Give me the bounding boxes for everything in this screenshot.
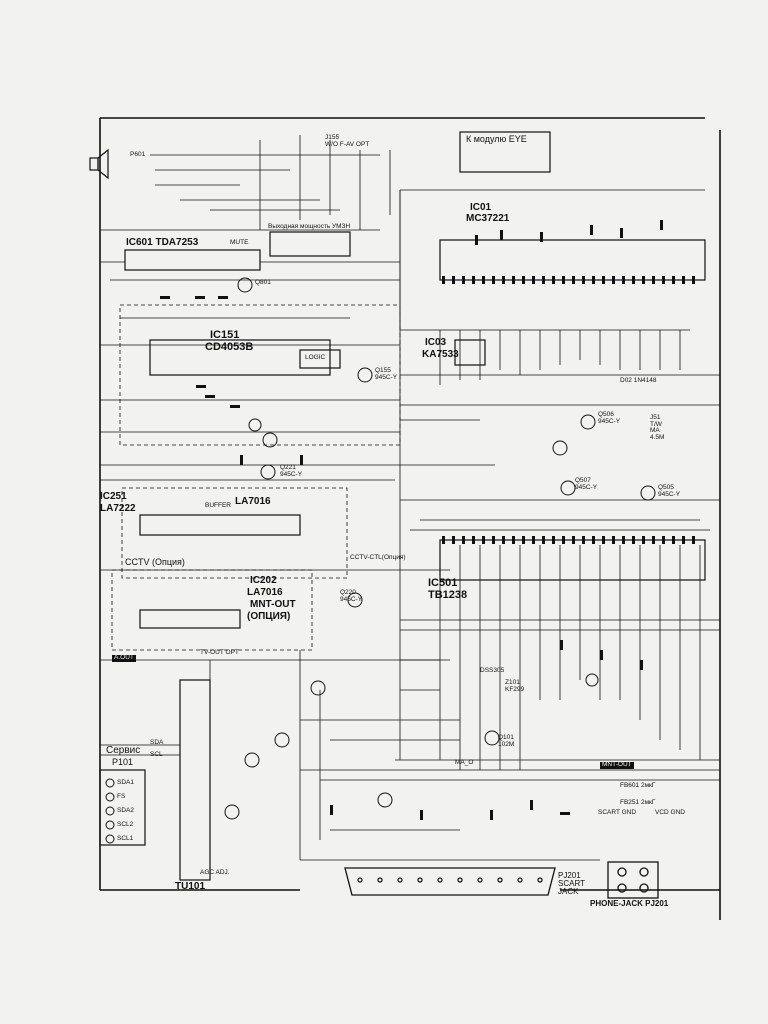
components [160,220,663,820]
ic03-part-label: KA7533 [422,349,459,360]
transistors [224,277,656,820]
ic251-label: IC251 [100,491,127,502]
scart-jack-label: PJ201 SCART JACK [558,871,585,896]
service-pin-label: SCL1 [117,835,134,842]
ic03-label: IC03 [425,337,447,348]
ic601-box [124,249,261,271]
sda-signal: SDA [150,739,164,746]
q801-label: Q801 [255,279,271,286]
la7016-top-label: LA7016 [235,496,271,507]
service-pins [105,778,115,844]
buffer-label: BUFFER [205,502,231,509]
phone-jack-label: PHONE-JACK PJ201 [590,899,669,908]
ic501-label: IC501 [428,577,458,589]
mute-label: MUTE [230,239,249,246]
service-pin-label: SDA2 [117,807,134,814]
eye-module-label: К модулю EYE [466,134,527,144]
z101-label: Z101 KF299 [505,679,525,693]
j155-label: J155 W/O F-AV OPT [325,134,370,148]
scart-connector [344,867,556,896]
phone-jack-connector [607,861,659,899]
tu101-label: TU101 [175,881,206,892]
ic601-label: IC601 TDA7253 [126,237,199,248]
cctv-option-label: CCTV (Опция) [125,557,185,567]
vcd-gnd-label: VCD GND [655,809,685,816]
ic202-box [139,609,241,629]
logic-label: LOGIC [305,354,326,361]
service-box [99,769,146,846]
ic-pin-rows [442,276,695,544]
q506-label: Q506 945C-Y [598,411,621,425]
ic151-label: IC151 [210,329,240,341]
ic501-part-label: TB1238 [428,589,468,601]
mnt-out-label: MNT-OUT [250,599,296,610]
ic251-part-label: LA7222 [100,503,136,514]
d02-label: D02 1N4148 [620,377,657,384]
agc-adj-label: AGC ADJ. [200,869,230,876]
eye-module-box [459,131,551,173]
service-label: Сервис [106,745,141,756]
j51-label: J51 T/W MA 4.5M [650,414,665,441]
q155-label: Q155 945C-Y [375,367,398,381]
p101-label: P101 [112,757,134,767]
fb601-label: FB601 2мкГ [620,782,656,789]
tu101-box [179,679,211,881]
speaker-icon [89,148,109,180]
power-note-label: Выходная мощность УМЗН [268,223,351,230]
ic151-box [149,339,331,376]
tv-out-opt-label: TV-OUT OPT [200,649,239,656]
q505-label: Q505 945C-Y [658,484,681,498]
option-boundaries [111,304,401,651]
q101-label: Q101 102M [498,734,515,748]
ma-out-signal: MA_O [455,759,474,766]
ic251-box [139,514,301,536]
q220-label: Q220 945C-Y [340,589,363,603]
fb251-label: FB251 2мкГ [620,799,656,806]
ic01-label: IC01 [470,202,492,213]
ic202-part-label: LA7016 [247,587,283,598]
q221-label: Q221 945C-Y [280,464,303,478]
ic151-part-label: CD4053B [205,341,254,353]
cctv-ctl-label: CCTV-CTL(Опция) [350,554,406,561]
mnt-out-signal: MNT-OUT [600,761,634,769]
scart-gnd-label: SCART GND [598,809,637,816]
ic01-part-label: MC37221 [466,213,510,224]
q507-label: Q507 945C-Y [575,477,598,491]
service-pin-label: SDA1 [117,779,134,786]
p601-label: P601 [130,151,146,158]
dss305-label: DSS305 [480,667,505,674]
sheet-frame [99,117,721,920]
logic-box [299,349,341,369]
ic01-box [439,239,706,281]
mnt-out-option-label: (ОПЦИЯ) [247,611,291,622]
a-out-signal: A.OUT [112,654,136,662]
ic202-label: IC202 [250,575,277,586]
scl-signal: SCL [150,751,163,758]
power-table [269,231,351,257]
service-pin-label: SCL2 [117,821,134,828]
ic03-box [454,339,486,366]
service-pin-label: FS [117,793,126,800]
